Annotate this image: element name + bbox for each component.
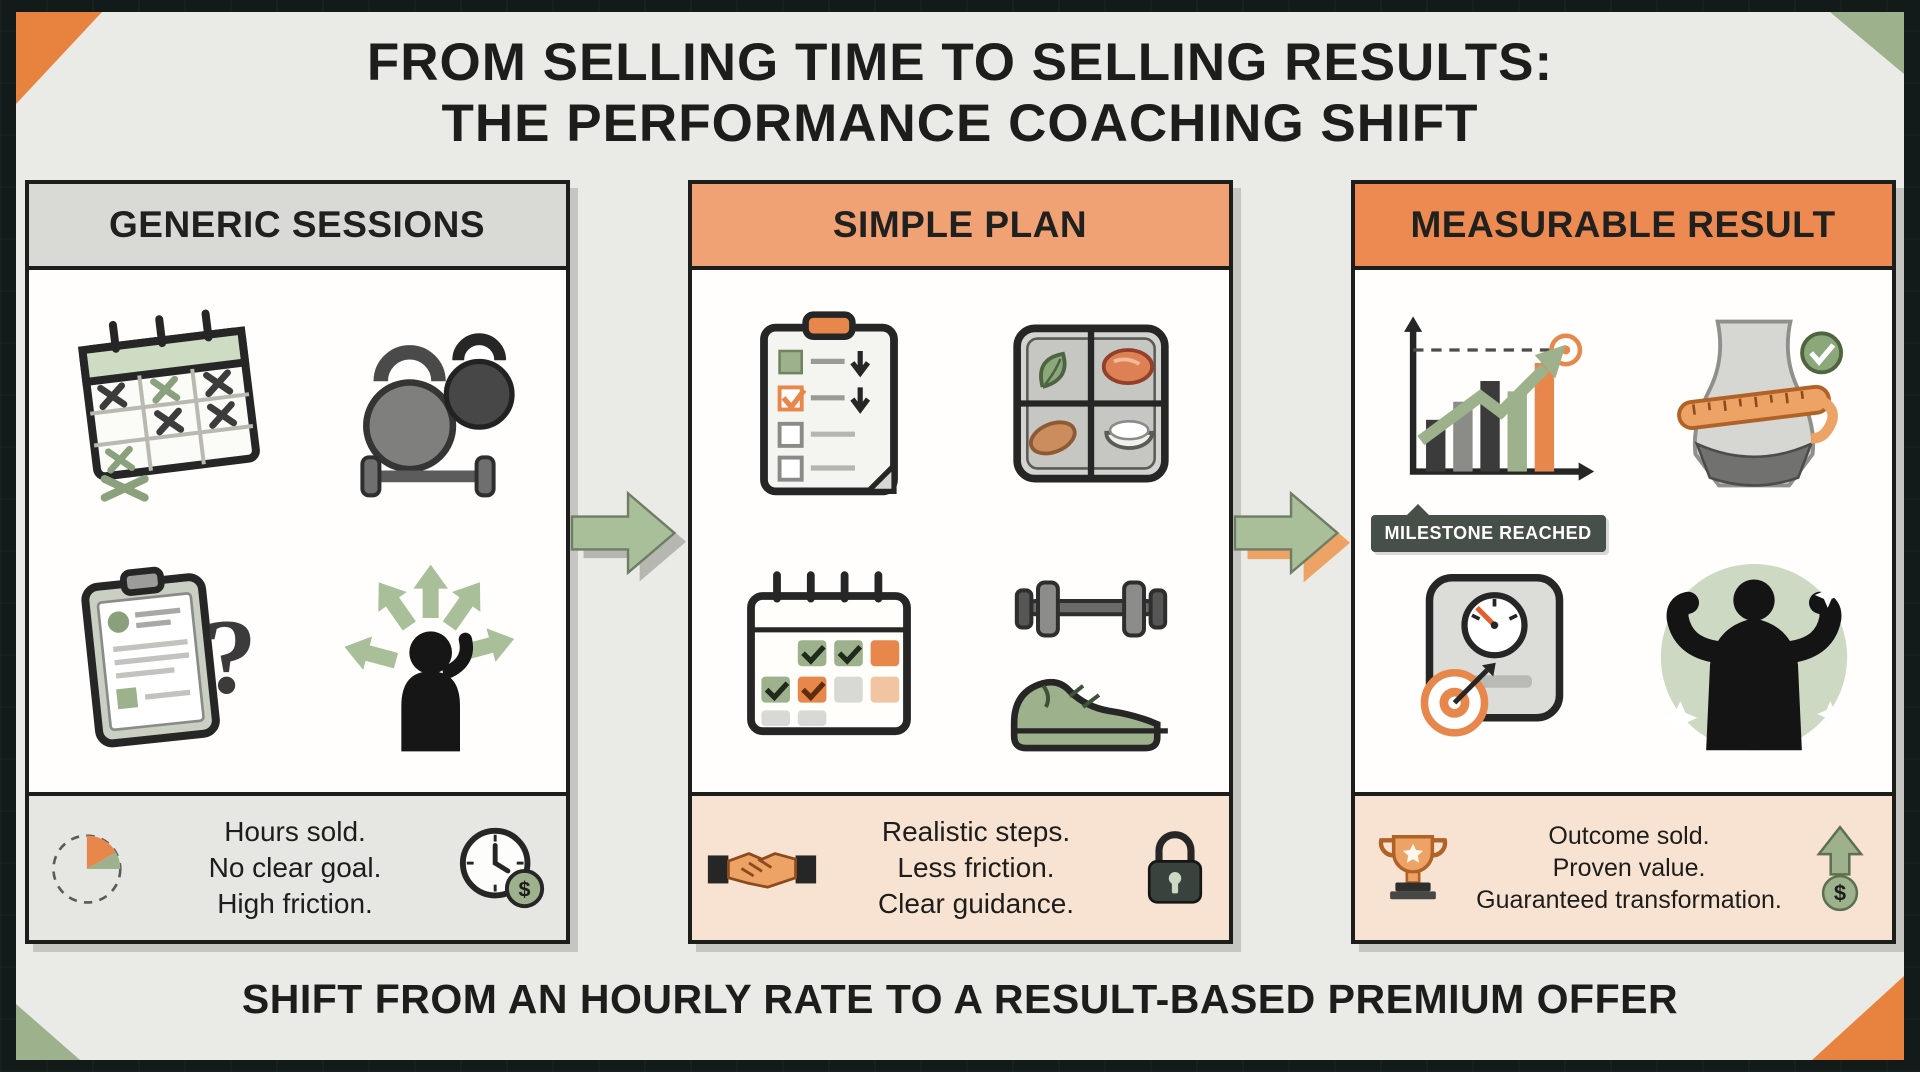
- calendar-x-icon: [59, 303, 273, 508]
- panel-simple-plan-footer: Realistic steps. Less friction. Clear gu…: [691, 792, 1229, 940]
- panel-measurable-result: MEASURABLE RESULT: [1350, 180, 1896, 944]
- panel-generic-sessions-footer: Hours sold. No clear goal. High friction…: [28, 792, 566, 940]
- bottom-banner: SHIFT FROM AN HOURLY RATE TO A RESULT-BA…: [16, 976, 1904, 1023]
- panels-row: GENERIC SESSIONS: [16, 180, 1904, 944]
- pie-chart-icon: [43, 821, 137, 915]
- clock-dollar-icon: $: [454, 822, 552, 915]
- panel-measurable-result-body: MILESTONE REACHED: [1355, 270, 1892, 792]
- dumbbell-shoe-icon: [985, 548, 1197, 765]
- panel-generic-sessions-body: ?: [29, 270, 566, 792]
- clipboard-question-icon: ?: [59, 554, 273, 759]
- dollar-glyph: $: [1833, 880, 1845, 905]
- panel-simple-plan-body: [692, 270, 1229, 792]
- caption-line: Outcome sold.: [1548, 822, 1710, 850]
- panel-measurable-result-footer: Outcome sold. Proven value. Guaranteed t…: [1354, 792, 1892, 940]
- panel-measurable-result-caption: Outcome sold. Proven value. Guaranteed t…: [1463, 820, 1796, 916]
- growth-chart-icon: [1382, 306, 1602, 505]
- panel-title: SIMPLE PLAN: [832, 204, 1088, 245]
- kettlebells-icon: [323, 305, 533, 507]
- caption-line: Realistic steps.: [881, 816, 1071, 848]
- panel-generic-sessions-header: GENERIC SESSIONS: [28, 184, 566, 270]
- measuring-tape-icon: [1650, 306, 1858, 506]
- panel-simple-plan: SIMPLE PLAN: [687, 180, 1233, 944]
- caption-line: High friction.: [217, 887, 373, 919]
- transition-arrow-2: [1233, 180, 1351, 944]
- milestone-badge: MILESTONE REACHED: [1370, 504, 1606, 552]
- padlock-icon: [1135, 824, 1215, 913]
- panel-measurable-result-header: MEASURABLE RESULT: [1354, 184, 1892, 270]
- bottom-banner-text: SHIFT FROM AN HOURLY RATE TO A RESULT-BA…: [241, 976, 1679, 1022]
- caption-line: Guaranteed transformation.: [1476, 886, 1782, 914]
- title-line-1: FROM SELLING TIME TO SELLING RESULTS:: [366, 33, 1554, 92]
- panel-generic-sessions-caption: Hours sold. No clear goal. High friction…: [143, 814, 448, 921]
- caption-line: No clear goal.: [208, 852, 382, 884]
- caption-line: Proven value.: [1552, 854, 1706, 882]
- panel-generic-sessions: GENERIC SESSIONS: [24, 180, 570, 944]
- infographic-surface: FROM SELLING TIME TO SELLING RESULTS: TH…: [16, 12, 1904, 1060]
- checklist-icon: [725, 299, 933, 512]
- money-growth-icon: $: [1802, 822, 1878, 915]
- question-mark-glyph: ?: [203, 599, 256, 717]
- trophy-icon: [1369, 826, 1457, 910]
- dollar-glyph: $: [518, 877, 530, 901]
- meal-tray-icon: [989, 308, 1193, 504]
- caption-line: Hours sold.: [224, 816, 366, 848]
- calendar-check-icon: [725, 557, 933, 757]
- right-arrow-icon: [570, 490, 686, 582]
- caption-line: Clear guidance.: [877, 887, 1075, 919]
- title-line-2: THE PERFORMANCE COACHING SHIFT: [441, 94, 1479, 154]
- caption-line: Less friction.: [897, 852, 1055, 884]
- panel-title: MEASURABLE RESULT: [1410, 204, 1836, 245]
- transition-arrow-1: [570, 180, 688, 944]
- confused-person-icon: [321, 554, 535, 759]
- handshake-icon: [706, 831, 818, 906]
- panel-title: GENERIC SESSIONS: [108, 204, 486, 245]
- panel-simple-plan-header: SIMPLE PLAN: [691, 184, 1229, 270]
- page-title: FROM SELLING TIME TO SELLING RESULTS: TH…: [16, 32, 1904, 155]
- panel-simple-plan-caption: Realistic steps. Less friction. Clear gu…: [824, 814, 1129, 921]
- flexing-person-icon: [1644, 551, 1864, 763]
- right-arrow-icon: [1233, 490, 1350, 583]
- scale-target-icon: [1392, 560, 1592, 753]
